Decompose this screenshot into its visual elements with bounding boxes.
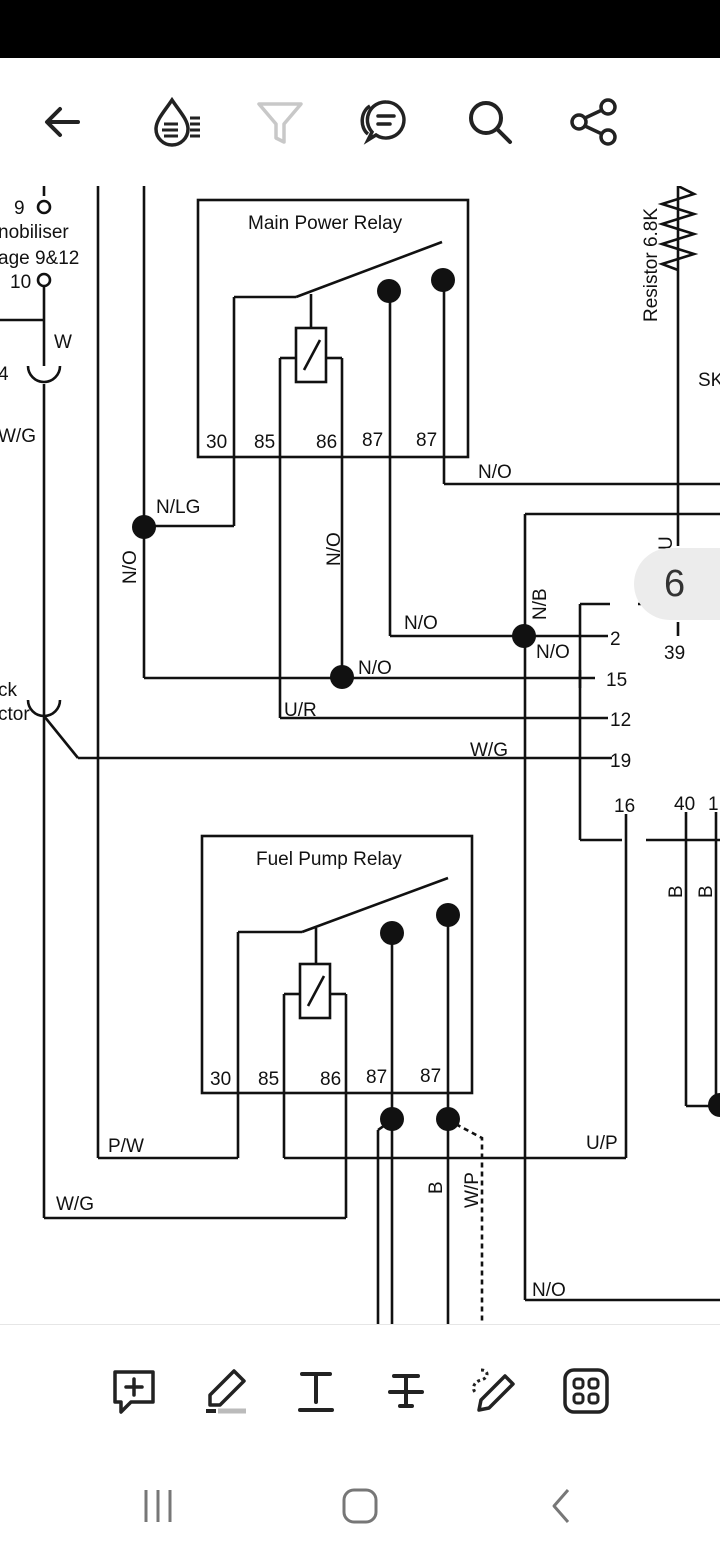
page-ref-label: age 9&12 xyxy=(0,248,79,269)
wire-label: P/W xyxy=(108,1136,144,1157)
comment-plus-icon xyxy=(113,1370,155,1414)
relay-pin-label: 86 xyxy=(320,1069,341,1090)
underline-button[interactable] xyxy=(288,1363,344,1419)
draw-button[interactable] xyxy=(466,1363,522,1419)
pin-label: 10 xyxy=(10,272,31,293)
wire-label: N/O xyxy=(478,462,512,483)
nav-back-button[interactable] xyxy=(532,1478,592,1534)
annotation-toolbar xyxy=(0,1324,720,1451)
wire-label: N/O xyxy=(532,1280,566,1301)
wire-label: W xyxy=(54,332,72,353)
top-toolbar xyxy=(0,58,720,187)
wire-label: W/G xyxy=(470,740,508,761)
comment-list-icon xyxy=(360,100,406,145)
strikethrough-button[interactable] xyxy=(378,1363,434,1419)
wire-label: U/R xyxy=(284,700,317,721)
search-icon xyxy=(469,101,512,144)
connector-label: ctor xyxy=(0,704,30,725)
highlighter-icon xyxy=(206,1369,246,1414)
connector-pin-label: 16 xyxy=(614,796,635,817)
add-comment-button[interactable] xyxy=(106,1363,162,1419)
wire-label: N/O xyxy=(358,658,392,679)
fuel-pump-relay-title: Fuel Pump Relay xyxy=(256,849,402,870)
filter-icon xyxy=(257,102,303,144)
connector-pin-label: 40 xyxy=(674,794,695,815)
back-button[interactable] xyxy=(34,94,90,150)
more-tools-button[interactable] xyxy=(558,1363,614,1419)
share-icon xyxy=(570,98,617,146)
recents-button[interactable] xyxy=(128,1478,188,1534)
arrow-left-icon xyxy=(45,107,80,137)
wire-label: N/O xyxy=(536,642,570,663)
page-number: 6 xyxy=(664,562,686,605)
wire-label: N/B xyxy=(530,588,551,620)
status-bar xyxy=(0,0,720,58)
wire-label: U/P xyxy=(586,1133,618,1154)
wiring-diagram: 9 nobiliser age 9&12 10 W 4 W/G Resistor… xyxy=(0,186,720,1324)
wire-label: B xyxy=(696,885,717,898)
resistor-label: Resistor 6.8K xyxy=(641,208,662,322)
pin-label: 9 xyxy=(14,198,25,219)
wire-label: B xyxy=(426,1181,447,1194)
relay-pin-label: 30 xyxy=(210,1069,231,1090)
main-power-relay-title: Main Power Relay xyxy=(248,213,403,234)
highlighter-button[interactable] xyxy=(196,1363,252,1419)
search-button[interactable] xyxy=(462,94,518,150)
home-icon xyxy=(342,1488,378,1524)
wire-label: N/O xyxy=(120,550,141,584)
connector-pin-label: 39 xyxy=(664,643,685,664)
sk-label: SK xyxy=(698,370,720,391)
recents-icon xyxy=(144,1490,172,1522)
connector-pin-label: 1 xyxy=(708,794,719,815)
ink-drop-icon xyxy=(154,96,200,147)
text-underline-icon xyxy=(298,1372,334,1412)
wire-label: N/O xyxy=(404,613,438,634)
text-strikethrough-icon xyxy=(388,1374,424,1408)
connector-pin-label: 2 xyxy=(610,629,621,650)
relay-pin-label: 87 xyxy=(416,430,437,451)
connector-pin-label: 15 xyxy=(606,670,627,691)
wire-label: B xyxy=(666,885,687,898)
wire-label: U xyxy=(656,536,677,550)
comments-button[interactable] xyxy=(356,94,412,150)
system-nav-bar xyxy=(0,1450,720,1560)
back-icon xyxy=(552,1489,570,1523)
home-button[interactable] xyxy=(330,1478,390,1534)
connector-pin-label: 19 xyxy=(610,751,631,772)
relay-pin-label: 86 xyxy=(316,432,337,453)
page-number-badge[interactable]: 6 xyxy=(634,548,720,620)
connector-label: ck xyxy=(0,680,18,701)
wire-label: N/O xyxy=(324,532,345,566)
wire-label: N/LG xyxy=(156,497,200,518)
wire-label: W/G xyxy=(56,1194,94,1215)
pin-label: 4 xyxy=(0,364,9,385)
relay-pin-label: 87 xyxy=(366,1067,387,1088)
relay-pin-label: 87 xyxy=(362,430,383,451)
wire-label: W/G xyxy=(0,426,36,447)
relay-pin-label: 30 xyxy=(206,432,227,453)
document-canvas[interactable]: 9 nobiliser age 9&12 10 W 4 W/G Resistor… xyxy=(0,186,720,1324)
ink-drop-button[interactable] xyxy=(150,94,206,150)
filter-button[interactable] xyxy=(252,94,308,150)
immobiliser-label: nobiliser xyxy=(0,222,69,243)
relay-pin-label: 85 xyxy=(258,1069,279,1090)
relay-pin-label: 87 xyxy=(420,1066,441,1087)
share-button[interactable] xyxy=(566,94,622,150)
relay-pin-label: 85 xyxy=(254,432,275,453)
wire-label: W/P xyxy=(462,1172,483,1208)
grid-icon xyxy=(563,1368,609,1414)
connector-pin-label: 12 xyxy=(610,710,631,731)
pencil-draw-icon xyxy=(472,1368,515,1412)
